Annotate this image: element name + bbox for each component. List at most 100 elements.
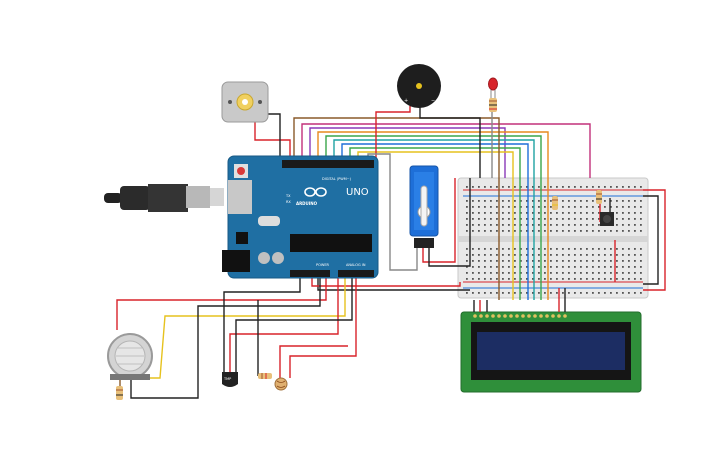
breadboard-hole xyxy=(640,206,642,208)
breadboard-hole xyxy=(580,266,582,268)
breadboard-hole xyxy=(640,218,642,220)
breadboard-hole xyxy=(580,218,582,220)
breadboard-hole xyxy=(622,278,624,280)
breadboard-hole xyxy=(628,260,630,262)
servo-motor[interactable] xyxy=(409,165,439,248)
breadboard-hole xyxy=(550,248,552,250)
breadboard-hole xyxy=(496,260,498,262)
breadboard-hole xyxy=(484,260,486,262)
breadboard-hole xyxy=(478,186,480,188)
red-led[interactable] xyxy=(488,77,498,98)
breadboard-hole xyxy=(592,272,594,274)
breadboard-hole xyxy=(508,272,510,274)
led-resistor[interactable] xyxy=(489,98,497,112)
breadboard-hole xyxy=(598,186,600,188)
piezo-buzzer[interactable]: + − xyxy=(397,64,441,108)
breadboard-hole xyxy=(466,248,468,250)
breadboard-hole xyxy=(592,278,594,280)
usb-cable[interactable] xyxy=(104,184,224,212)
breadboard-hole xyxy=(520,254,522,256)
breadboard-hole xyxy=(508,200,510,202)
breadboard-hole xyxy=(604,266,606,268)
breadboard-hole xyxy=(574,254,576,256)
breadboard-hole xyxy=(466,266,468,268)
photoresistor[interactable] xyxy=(274,377,288,391)
breadboard-hole xyxy=(562,218,564,220)
breadboard-hole xyxy=(568,224,570,226)
breadboard-hole xyxy=(532,230,534,232)
breadboard-hole xyxy=(634,224,636,226)
breadboard-holes xyxy=(466,186,642,294)
power-header[interactable] xyxy=(290,270,330,277)
breadboard-hole xyxy=(496,218,498,220)
breadboard-hole xyxy=(640,248,642,250)
breadboard-hole xyxy=(550,200,552,202)
breadboard-hole xyxy=(550,206,552,208)
ldr-resistor[interactable] xyxy=(258,373,272,379)
breadboard-hole xyxy=(622,218,624,220)
breadboard-hole xyxy=(508,218,510,220)
push-button[interactable] xyxy=(600,212,614,226)
temperature-sensor[interactable]: TMP xyxy=(222,372,238,387)
breadboard-resistor-2[interactable] xyxy=(552,196,558,210)
breadboard-hole xyxy=(556,224,558,226)
breadboard-hole xyxy=(490,278,492,280)
breadboard-hole xyxy=(508,254,510,256)
breadboard-hole xyxy=(628,272,630,274)
breadboard-hole xyxy=(604,254,606,256)
breadboard-hole xyxy=(592,266,594,268)
breadboard-hole xyxy=(568,186,570,188)
breadboard-hole xyxy=(574,248,576,250)
atmega-chip xyxy=(290,234,372,252)
analog-header[interactable] xyxy=(338,270,374,277)
breadboard[interactable] xyxy=(457,177,649,299)
breadboard-hole xyxy=(502,254,504,256)
breadboard-hole xyxy=(616,218,618,220)
breadboard-hole xyxy=(640,260,642,262)
breadboard-hole xyxy=(562,212,564,214)
breadboard-hole xyxy=(514,186,516,188)
breadboard-hole xyxy=(484,248,486,250)
breadboard-hole xyxy=(604,278,606,280)
breadboard-hole xyxy=(472,230,474,232)
breadboard-hole xyxy=(586,248,588,250)
breadboard-hole xyxy=(586,278,588,280)
breadboard-hole xyxy=(580,212,582,214)
lcd-display[interactable] xyxy=(460,311,642,393)
breadboard-hole xyxy=(478,254,480,256)
breadboard-hole xyxy=(634,230,636,232)
breadboard-hole xyxy=(556,254,558,256)
digital-header[interactable] xyxy=(282,160,374,168)
breadboard-hole xyxy=(520,200,522,202)
breadboard-hole xyxy=(472,248,474,250)
breadboard-hole xyxy=(640,292,642,294)
breadboard-hole xyxy=(484,206,486,208)
breadboard-hole xyxy=(466,224,468,226)
breadboard-hole xyxy=(562,272,564,274)
arduino-uno-board[interactable]: UNO ARDUINO DIGITAL (PWM~) POWER ANALOG … xyxy=(222,155,379,279)
dc-motor[interactable] xyxy=(221,81,269,123)
breadboard-hole xyxy=(526,272,528,274)
breadboard-hole xyxy=(502,212,504,214)
breadboard-hole xyxy=(610,248,612,250)
breadboard-hole xyxy=(580,230,582,232)
breadboard-hole xyxy=(616,260,618,262)
breadboard-hole xyxy=(640,272,642,274)
breadboard-hole xyxy=(484,278,486,280)
breadboard-hole xyxy=(580,224,582,226)
breadboard-resistor-1[interactable] xyxy=(596,190,602,204)
gas-sensor-resistor[interactable] xyxy=(116,386,123,400)
breadboard-hole xyxy=(538,254,540,256)
breadboard-hole xyxy=(622,248,624,250)
breadboard-hole xyxy=(544,230,546,232)
breadboard-hole xyxy=(508,230,510,232)
breadboard-hole xyxy=(490,272,492,274)
breadboard-hole xyxy=(598,212,600,214)
gas-sensor[interactable] xyxy=(107,333,153,380)
breadboard-hole xyxy=(598,224,600,226)
breadboard-hole xyxy=(592,230,594,232)
breadboard-hole xyxy=(574,278,576,280)
breadboard-hole xyxy=(604,292,606,294)
breadboard-hole xyxy=(616,206,618,208)
breadboard-hole xyxy=(622,206,624,208)
